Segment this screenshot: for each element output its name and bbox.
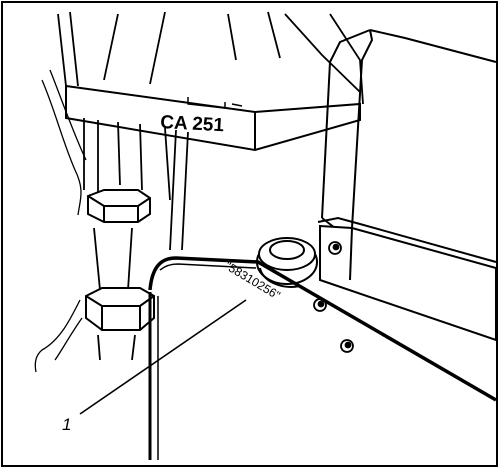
callout-number-label: 1	[62, 415, 71, 434]
wiring-strands	[34, 69, 87, 373]
callout-leader-line	[79, 299, 247, 415]
upper-housing	[57, 11, 364, 105]
model-plate-label: CA 251	[160, 112, 225, 136]
left-support	[83, 118, 189, 361]
serial-base-plate	[148, 256, 497, 460]
model-plate-band	[65, 84, 361, 152]
right-cabinet	[317, 29, 497, 263]
bolted-bracket	[319, 224, 497, 342]
grommet-fitting	[256, 237, 318, 288]
hex-nut-stack	[85, 189, 155, 331]
